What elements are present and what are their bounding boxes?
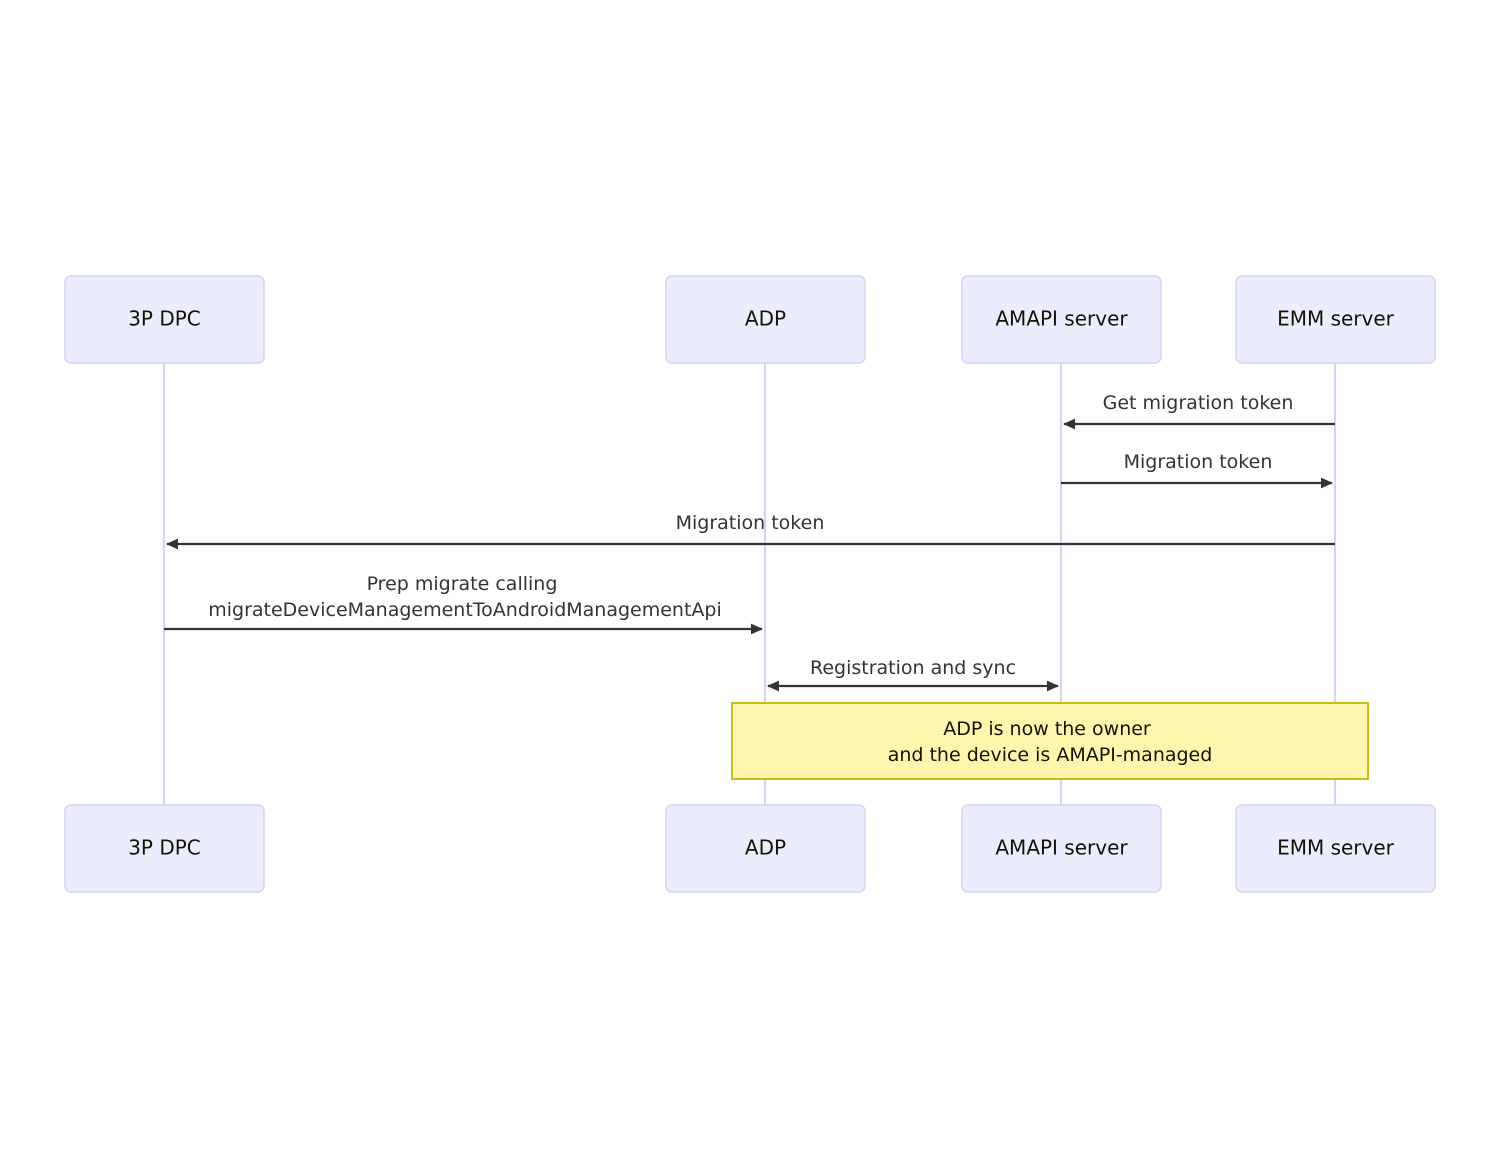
- participants-top: 3P DPC ADP AMAPI server EMM server: [64, 275, 1436, 364]
- participant-box: [1235, 275, 1436, 364]
- note-adp-owner: ADP is now the owner and the device is A…: [731, 702, 1369, 780]
- note-text: ADP is now the owner and the device is A…: [888, 718, 1213, 766]
- participant-box: [961, 275, 1162, 364]
- participant-label: EMM server: [1277, 836, 1395, 860]
- message-registration-and-sync[interactable]: Registration and sync: [767, 657, 1059, 692]
- message-label: Migration token: [676, 512, 825, 534]
- participant-label: 3P DPC: [128, 307, 201, 331]
- participant-box: [64, 275, 265, 364]
- participant-box: [665, 804, 866, 893]
- message-label: Registration and sync: [810, 657, 1016, 679]
- participant-label: AMAPI server: [995, 836, 1128, 860]
- participant-box: [961, 804, 1162, 893]
- note-text-line-1: ADP is now the owner: [943, 718, 1151, 740]
- message-migration-token-to-dpc[interactable]: Migration token: [166, 512, 1335, 550]
- participant-bottom-dpc[interactable]: 3P DPC: [64, 804, 265, 893]
- participant-box: [665, 275, 866, 364]
- participant-bottom-emm[interactable]: EMM server: [1235, 804, 1436, 893]
- message-label: Get migration token: [1103, 392, 1294, 414]
- participants-bottom: 3P DPC ADP AMAPI server EMM server: [64, 804, 1436, 893]
- participant-label: AMAPI server: [995, 307, 1128, 331]
- message-label-line-2: migrateDeviceManagementToAndroidManageme…: [208, 599, 722, 621]
- participant-box: [1235, 804, 1436, 893]
- participant-label: 3P DPC: [128, 836, 201, 860]
- participant-bottom-amapi[interactable]: AMAPI server: [961, 804, 1162, 893]
- note-box: [731, 702, 1369, 780]
- messages: Get migration token Migration token Migr…: [164, 392, 1335, 692]
- participant-box: [64, 804, 265, 893]
- message-migration-token-to-emm[interactable]: Migration token: [1061, 451, 1333, 489]
- note-text-line-2: and the device is AMAPI-managed: [888, 744, 1213, 766]
- participant-label: EMM server: [1277, 307, 1395, 331]
- message-label: Migration token: [1124, 451, 1273, 473]
- participant-top-amapi[interactable]: AMAPI server: [961, 275, 1162, 364]
- message-label: Prep migrate calling migrateDeviceManage…: [208, 573, 722, 621]
- participant-label: ADP: [745, 836, 786, 860]
- participant-top-adp[interactable]: ADP: [665, 275, 866, 364]
- message-label-line-1: Prep migrate calling: [367, 573, 558, 595]
- message-prep-migrate[interactable]: Prep migrate calling migrateDeviceManage…: [164, 573, 763, 635]
- participant-bottom-adp[interactable]: ADP: [665, 804, 866, 893]
- message-get-migration-token[interactable]: Get migration token: [1063, 392, 1335, 430]
- participant-label: ADP: [745, 307, 786, 331]
- participant-top-dpc[interactable]: 3P DPC: [64, 275, 265, 364]
- participant-top-emm[interactable]: EMM server: [1235, 275, 1436, 364]
